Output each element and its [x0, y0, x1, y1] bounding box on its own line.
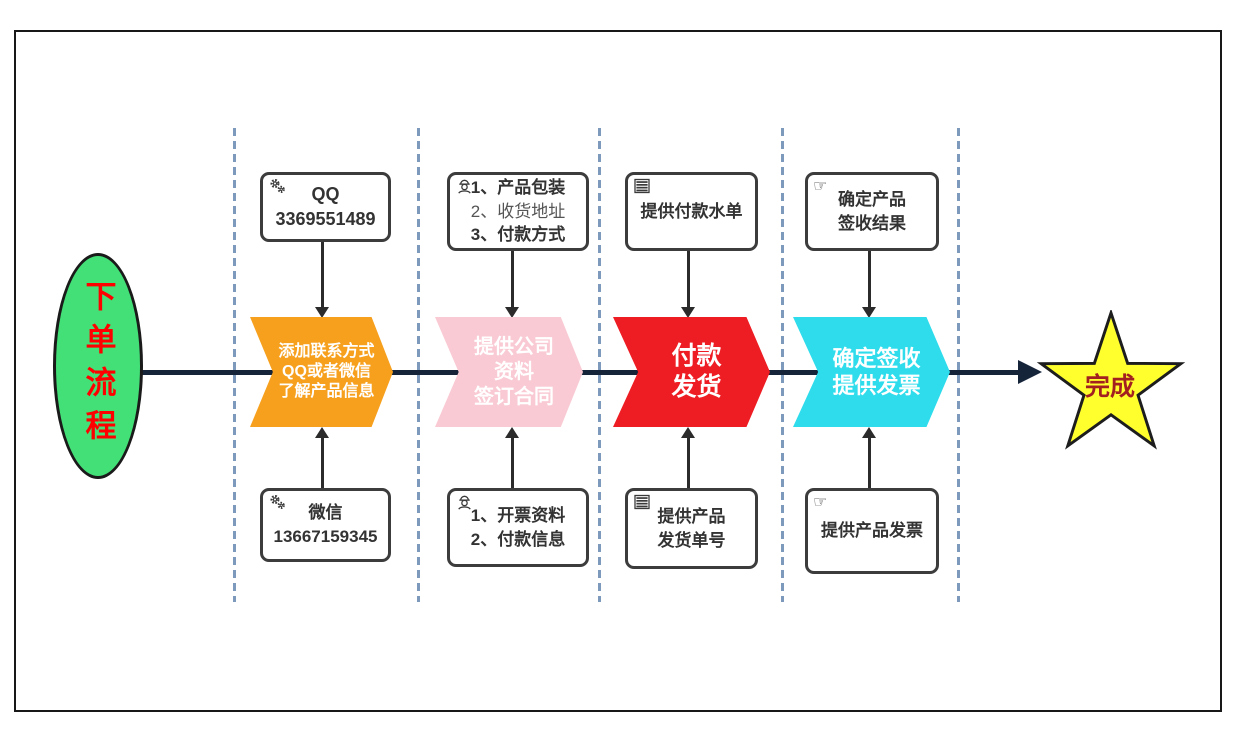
annotation-line: 1、产品包装	[470, 177, 566, 197]
finish-node-label: 完成	[1084, 373, 1136, 402]
step-label-line: 提供发票	[832, 373, 921, 398]
arrowhead-down-icon	[315, 307, 329, 318]
annotation-line: 13667159345	[273, 527, 378, 546]
annotation-line: 确定产品	[838, 189, 906, 209]
step-label-line: 签订合同	[474, 385, 554, 408]
column-divider	[417, 128, 420, 602]
column-divider	[781, 128, 784, 602]
annotation-product-invoice: ☞ 提供产品发票	[805, 488, 939, 574]
connector-line	[511, 438, 514, 488]
connector-line	[868, 438, 871, 488]
annotation-confirm-receipt: ☞ 确定产品 签收结果	[805, 172, 939, 251]
connector-line	[321, 438, 324, 488]
annotation-line: 3、付款方式	[470, 225, 566, 245]
main-flow-arrowhead-icon	[1018, 360, 1042, 384]
start-node: 下单流程	[53, 253, 143, 479]
annotation-line: 1、开票资料	[470, 505, 566, 525]
annotation-line: 2、收货地址	[470, 201, 566, 221]
annotation-line: QQ	[311, 183, 340, 204]
annotation-line: 2、付款信息	[470, 529, 566, 549]
annotation-line: 签收结果	[838, 213, 906, 233]
annotation-order-details: 1、产品包装 2、收货地址 3、付款方式	[447, 172, 589, 251]
annotation-invoice-info: 1、开票资料 2、付款信息	[447, 488, 589, 567]
column-divider	[957, 128, 960, 602]
step-label-line: QQ或者微信	[282, 363, 371, 380]
annotation-line: 提供产品发票	[821, 521, 923, 541]
connector-line	[687, 245, 690, 309]
worker-icon	[455, 177, 475, 197]
arrowhead-down-icon	[862, 307, 876, 318]
annotation-line: 3369551489	[275, 209, 376, 229]
step-pay-and-ship: 付款 发货	[613, 317, 770, 427]
start-node-label: 下单流程	[80, 280, 116, 452]
annotation-payment-slip: 提供付款水单	[625, 172, 758, 251]
gears-icon	[268, 177, 288, 197]
step-label-line: 资料	[494, 360, 534, 383]
step-label-line: 了解产品信息	[278, 383, 375, 400]
step-confirm-receipt-invoice: 确定签收 提供发票	[793, 317, 950, 427]
connector-line	[321, 236, 324, 309]
arrowhead-down-icon	[505, 307, 519, 318]
column-divider	[233, 128, 236, 602]
column-divider	[598, 128, 601, 602]
star-icon	[1036, 308, 1186, 450]
step-label-line: 确定签收	[832, 345, 921, 371]
worker-icon	[455, 493, 475, 513]
annotation-shipping-number: 提供产品 发货单号	[625, 488, 758, 569]
pointing-hand-icon: ☞	[813, 178, 828, 195]
step-provide-company-info: 提供公司 资料 签订合同	[435, 317, 583, 427]
annotation-wechat: 微信 13667159345	[260, 488, 391, 562]
annotation-line: 提供产品	[657, 506, 726, 526]
annotation-line: 提供付款水单	[640, 201, 743, 221]
step-label-line: 发货	[671, 373, 722, 401]
annotation-line: 发货单号	[657, 530, 726, 550]
arrowhead-up-icon	[862, 427, 876, 438]
step-add-contact: 添加联系方式 QQ或者微信 了解产品信息	[250, 317, 393, 427]
table-icon	[633, 493, 653, 513]
pointing-hand-icon: ☞	[813, 494, 828, 511]
arrowhead-up-icon	[315, 427, 329, 438]
step-label-line: 付款	[671, 341, 722, 370]
connector-line	[511, 245, 514, 309]
finish-node: 完成	[1032, 308, 1190, 452]
connector-line	[687, 438, 690, 488]
annotation-qq: QQ 3369551489	[260, 172, 391, 242]
arrowhead-down-icon	[681, 307, 695, 318]
step-label-line: 添加联系方式	[278, 343, 375, 360]
arrowhead-up-icon	[505, 427, 519, 438]
step-label-line: 提供公司	[474, 335, 554, 358]
arrowhead-up-icon	[681, 427, 695, 438]
annotation-line: 微信	[308, 503, 343, 523]
gears-icon	[268, 493, 288, 513]
connector-line	[868, 245, 871, 309]
table-icon	[633, 177, 653, 197]
